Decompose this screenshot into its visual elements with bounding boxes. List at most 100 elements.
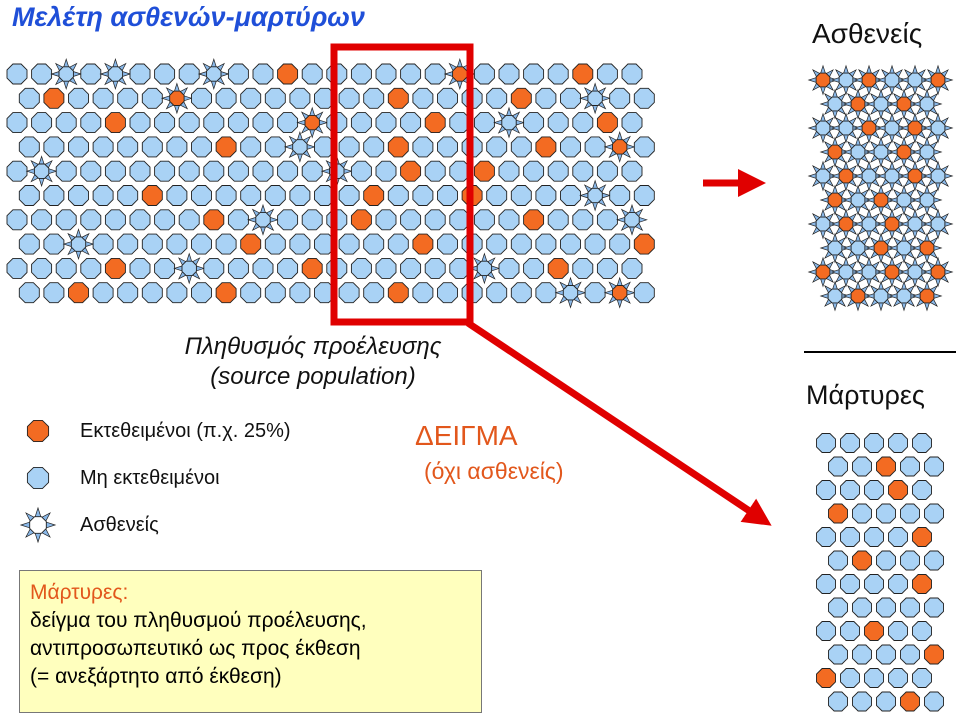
population-unexposed <box>166 136 188 158</box>
controls-note-box: Μάρτυρες: δείγμα του πληθυσμού προέλευση… <box>19 570 482 713</box>
population-unexposed <box>252 63 274 85</box>
population-exposed <box>633 233 655 255</box>
control-unexposed <box>840 621 860 641</box>
note-line-3: (= ανεξάρτητο από έκθεση) <box>30 665 282 688</box>
population-unexposed <box>535 233 557 255</box>
population-unexposed <box>547 112 569 134</box>
population-exposed <box>43 87 65 109</box>
control-exposed <box>876 456 896 477</box>
control-unexposed <box>828 597 848 618</box>
population-label-greek: Πληθυσμός προέλευσης <box>184 333 442 360</box>
control-exposed <box>924 644 944 665</box>
population-unexposed <box>535 87 557 109</box>
population-unexposed <box>289 87 311 109</box>
control-unexposed <box>840 480 860 500</box>
population-unexposed <box>92 233 114 255</box>
control-unexposed <box>864 574 884 594</box>
population-unexposed <box>486 185 508 206</box>
population-unexposed <box>92 87 114 109</box>
population-exposed <box>400 160 422 182</box>
population-unexposed <box>129 112 151 134</box>
control-exposed <box>828 503 848 524</box>
case-item <box>842 280 874 312</box>
population-unexposed <box>473 209 495 231</box>
case-item <box>876 112 908 144</box>
population-unexposed <box>523 112 545 134</box>
population-unexposed <box>31 63 53 85</box>
population-unexposed <box>424 63 446 85</box>
control-unexposed <box>924 456 944 477</box>
population-case <box>296 106 329 139</box>
sample-title: ΔΕΙΓΜΑ <box>415 420 518 451</box>
case-item <box>922 64 954 96</box>
population-unexposed <box>609 87 631 109</box>
population-unexposed <box>117 136 139 158</box>
population-unexposed <box>80 257 102 279</box>
population-unexposed <box>584 282 606 304</box>
case-item <box>899 160 931 192</box>
population-unexposed <box>473 63 495 85</box>
case-item <box>865 280 897 312</box>
case-item <box>830 112 862 144</box>
population-unexposed <box>240 282 262 304</box>
legend-cases-label: Ασθενείς <box>80 514 159 536</box>
population-unexposed <box>203 112 225 134</box>
population-unexposed <box>560 185 581 206</box>
population-unexposed <box>498 209 520 231</box>
population-unexposed <box>289 282 311 304</box>
control-unexposed <box>912 480 932 500</box>
population-unexposed <box>154 209 176 231</box>
population-unexposed <box>412 136 434 158</box>
population-unexposed <box>375 63 397 85</box>
control-exposed <box>864 621 884 641</box>
case-item <box>876 160 908 192</box>
note-title: Μάρτυρες: <box>30 581 129 604</box>
case-item <box>807 112 839 144</box>
case-item <box>922 160 954 192</box>
population-unexposed <box>191 282 212 304</box>
population-unexposed <box>535 282 557 304</box>
population-unexposed <box>412 87 434 109</box>
case-item <box>888 184 920 216</box>
population-exposed <box>547 257 569 279</box>
population-unexposed <box>80 160 102 182</box>
population-unexposed <box>227 160 249 182</box>
population-unexposed <box>129 257 151 279</box>
control-unexposed <box>840 574 860 594</box>
controls-divider <box>804 351 956 353</box>
case-item <box>899 64 931 96</box>
note-line-1: δείγμα του πληθυσμού προέλευσης, <box>30 609 367 632</box>
population-case <box>554 276 587 309</box>
population-unexposed <box>375 160 397 182</box>
population-unexposed <box>203 257 225 279</box>
control-unexposed <box>828 644 848 665</box>
population-unexposed <box>227 63 249 85</box>
population-unexposed <box>191 233 212 255</box>
population-unexposed <box>277 112 299 134</box>
population-unexposed <box>400 112 422 134</box>
population-unexposed <box>166 282 188 304</box>
population-unexposed <box>621 63 643 85</box>
control-unexposed <box>900 456 920 477</box>
legend-exposed-label: Εκτεθειμένοι (π.χ. 25%) <box>80 420 291 442</box>
population-unexposed <box>227 112 249 134</box>
population-unexposed <box>596 209 618 231</box>
control-unexposed <box>876 597 896 618</box>
note-line-2: αντιπροσωπευτικό ως προς έκθεση <box>30 637 361 660</box>
population-case <box>493 106 525 139</box>
population-unexposed <box>55 209 77 231</box>
population-unexposed <box>191 136 212 158</box>
population-unexposed <box>6 112 28 134</box>
controls-heading: Μάρτυρες <box>806 380 925 410</box>
population-unexposed <box>277 257 299 279</box>
population-unexposed <box>387 233 409 255</box>
population-unexposed <box>215 233 237 255</box>
population-unexposed <box>104 160 126 182</box>
population-unexposed <box>363 233 385 255</box>
population-unexposed <box>264 282 286 304</box>
population-unexposed <box>437 282 458 304</box>
population-unexposed <box>633 282 655 304</box>
control-unexposed <box>840 668 860 688</box>
population-unexposed <box>547 209 569 231</box>
